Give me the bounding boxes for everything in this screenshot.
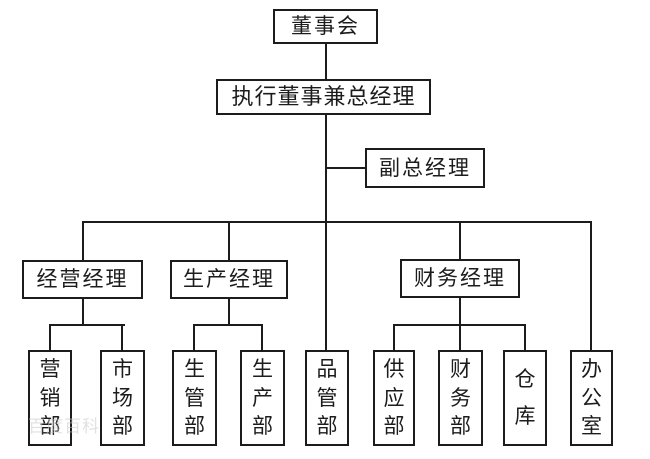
node-production-manager: 生产经理 xyxy=(170,260,288,299)
connector-board-to-gm xyxy=(325,44,327,80)
node-warehouse: 仓库 xyxy=(503,350,547,446)
node-board: 董事会 xyxy=(273,9,378,44)
node-office: 办公室 xyxy=(570,350,613,446)
node-finance-dept: 财务部 xyxy=(438,350,483,446)
connector-to-finance-dept xyxy=(459,324,461,350)
connector-managers-bus xyxy=(82,221,592,223)
connector-to-deputy-gm xyxy=(325,167,367,169)
connector-production-bus xyxy=(193,324,263,326)
node-supply-dept: 供应部 xyxy=(373,350,415,446)
node-market-dept: 市场部 xyxy=(100,350,145,446)
node-production-dept-label: 生产部 xyxy=(252,357,273,438)
node-finance-manager-label: 财务经理 xyxy=(414,266,506,290)
node-office-label: 办公室 xyxy=(581,357,602,438)
node-finance-manager: 财务经理 xyxy=(400,259,520,298)
node-production-manager-label: 生产经理 xyxy=(183,267,275,291)
connector-to-production-mgr xyxy=(228,221,230,260)
connector-to-supply-dept xyxy=(393,324,395,350)
connector-production-down xyxy=(228,299,230,326)
node-executive-gm: 执行董事兼总经理 xyxy=(216,79,431,115)
node-marketing-dept: 营销部 xyxy=(28,350,72,446)
node-production-dept: 生产部 xyxy=(240,350,285,446)
node-supply-dept-label: 供应部 xyxy=(383,357,405,438)
node-production-mgmt-dept-label: 生管部 xyxy=(184,357,205,438)
connector-finance-down xyxy=(459,298,461,326)
connector-to-marketing-dept xyxy=(49,324,51,350)
connector-to-prod-mgmt-dept xyxy=(193,324,195,350)
connector-gm-trunk xyxy=(325,115,327,350)
connector-to-market-dept xyxy=(121,324,123,350)
node-quality-dept: 品管部 xyxy=(305,350,349,446)
connector-to-operations-mgr xyxy=(82,221,84,260)
node-quality-dept-label: 品管部 xyxy=(316,357,338,438)
connector-to-warehouse xyxy=(524,324,526,350)
connector-operations-down xyxy=(82,299,84,326)
connector-operations-bus xyxy=(49,324,125,326)
node-deputy-gm: 副总经理 xyxy=(365,148,485,188)
node-operations-manager: 经营经理 xyxy=(22,260,143,299)
node-operations-manager-label: 经营经理 xyxy=(36,267,129,291)
node-warehouse-label: 仓库 xyxy=(514,366,536,429)
node-finance-dept-label: 财务部 xyxy=(450,357,471,438)
node-production-mgmt-dept: 生管部 xyxy=(172,350,217,446)
node-board-label: 董事会 xyxy=(291,14,360,38)
connector-to-office xyxy=(590,221,592,350)
node-market-dept-label: 市场部 xyxy=(112,357,133,438)
node-deputy-gm-label: 副总经理 xyxy=(379,155,471,180)
connector-to-production-dept xyxy=(261,324,263,350)
node-executive-gm-label: 执行董事兼总经理 xyxy=(231,84,416,109)
node-marketing-dept-label: 营销部 xyxy=(39,357,61,438)
connector-to-finance-mgr xyxy=(459,221,461,260)
